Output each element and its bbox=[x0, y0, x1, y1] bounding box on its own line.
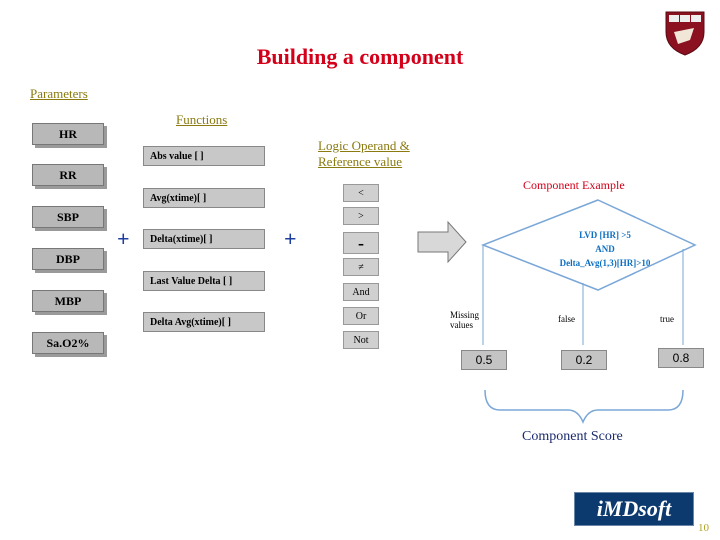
func-avg[interactable]: Avg(xtime)[ ] bbox=[143, 188, 265, 208]
page-title: Building a component bbox=[256, 44, 464, 69]
branch-label-missing: Missing values bbox=[450, 310, 480, 330]
condition-line2: AND bbox=[595, 244, 615, 254]
func-abs-value[interactable]: Abs value [ ] bbox=[143, 146, 265, 166]
operator-minus[interactable]: - bbox=[343, 232, 379, 254]
score-false: 0.2 bbox=[561, 350, 607, 370]
func-last-value-delta[interactable]: Last Value Delta [ ] bbox=[143, 271, 265, 291]
param-dbp[interactable]: DBP bbox=[32, 248, 104, 270]
branch-label-false: false bbox=[558, 314, 575, 324]
arrow-right-icon bbox=[417, 220, 467, 264]
logic-label-line1: Logic Operand & bbox=[318, 138, 410, 153]
condition-line3: Delta_Avg(1,3)[HR]>10 bbox=[559, 258, 651, 268]
func-delta-avg[interactable]: Delta Avg(xtime)[ ] bbox=[143, 312, 265, 332]
logic-label-line2: Reference value bbox=[318, 154, 403, 169]
functions-link[interactable]: Functions bbox=[176, 112, 228, 127]
plus-sign-right: + bbox=[284, 226, 297, 251]
condition-text: LVD [HR] >5 AND Delta_Avg(1,3)[HR]>10 bbox=[520, 228, 690, 270]
logic-or[interactable]: Or bbox=[343, 307, 379, 325]
decision-diamond bbox=[480, 199, 697, 291]
imdsoft-logo: iMDsoft bbox=[574, 492, 694, 526]
score-missing: 0.5 bbox=[461, 350, 507, 370]
component-example-label: Component Example bbox=[523, 178, 625, 192]
operator-less-than[interactable]: < bbox=[343, 184, 379, 202]
param-sbp[interactable]: SBP bbox=[32, 206, 104, 228]
func-delta[interactable]: Delta(xtime)[ ] bbox=[143, 229, 265, 249]
logic-not[interactable]: Not bbox=[343, 331, 379, 349]
logic-operand-link[interactable]: Logic Operand & Reference value bbox=[318, 138, 410, 170]
param-rr[interactable]: RR bbox=[32, 164, 104, 186]
branch-label-true: true bbox=[660, 314, 674, 324]
page-number: 10 bbox=[698, 522, 709, 534]
logic-and[interactable]: And bbox=[343, 283, 379, 301]
crest-logo bbox=[664, 10, 706, 56]
operator-not-equal[interactable]: ≠ bbox=[343, 258, 379, 276]
operator-greater-than[interactable]: > bbox=[343, 207, 379, 225]
parameters-link[interactable]: Parameters bbox=[30, 86, 88, 101]
score-true: 0.8 bbox=[658, 348, 704, 368]
param-hr[interactable]: HR bbox=[32, 123, 104, 145]
param-mbp[interactable]: MBP bbox=[32, 290, 104, 312]
component-score-label: Component Score bbox=[522, 429, 623, 444]
param-sao2[interactable]: Sa.O2% bbox=[32, 332, 104, 354]
plus-sign-left: + bbox=[117, 226, 130, 251]
condition-line1: LVD [HR] >5 bbox=[579, 230, 631, 240]
score-brace bbox=[484, 389, 684, 424]
